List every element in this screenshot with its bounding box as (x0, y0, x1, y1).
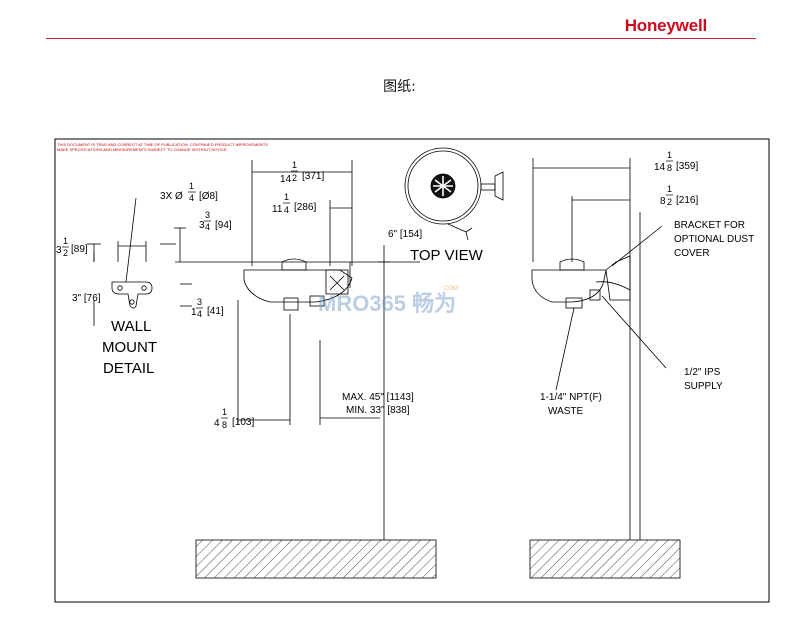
hole-dim-den: 4 (189, 193, 194, 203)
dim-1-3-4-num: 3 (197, 297, 202, 307)
height-min: MIN. 33" [838] (346, 405, 410, 416)
dim-14-1-8-den: 8 (667, 163, 672, 173)
notice-line-2: MAKE SPECIFICATIONS AND MEASUREMENTS SUB… (57, 147, 228, 152)
waste-label-2: WASTE (548, 406, 584, 417)
bracket-label-2: OPTIONAL DUST (674, 234, 754, 245)
dim-3-1-2-metric: [89] (71, 244, 88, 255)
dim-3-3-4-whole: 3 (199, 220, 205, 231)
dim-11-1-4-metric: [286] (294, 202, 316, 213)
dim-3-inch: 3" [76] (72, 293, 101, 304)
dim-1-3-4-whole: 1 (191, 307, 197, 318)
dim-3-1-2-num: 1 (63, 236, 68, 246)
hole-dim-num: 1 (189, 181, 194, 191)
dim-8-1-2-den: 2 (667, 197, 672, 207)
dim-3-3-4-den: 4 (205, 222, 210, 232)
wall-mount-detail (87, 197, 192, 326)
dim-6-inch: 6" [154] (388, 229, 422, 240)
dim-11-1-4-whole: 11 (272, 204, 283, 215)
top-view-label: TOP VIEW (410, 247, 484, 264)
top-view (404, 147, 504, 241)
supply-label-2: SUPPLY (684, 381, 723, 392)
dim-14-1-2-whole: 14 (280, 174, 292, 185)
dim-14-1-8-num: 1 (667, 150, 672, 160)
dim-3-1-2-den: 2 (63, 248, 68, 258)
height-max: MAX. 45" [1143] (342, 392, 414, 403)
right-side-elevation (529, 158, 681, 579)
dim-8-1-2-num: 1 (667, 184, 672, 194)
dim-1-3-4-den: 4 (197, 309, 202, 319)
honeywell-logo: Honeywell (624, 16, 707, 35)
bracket-label-3: COVER (674, 248, 710, 259)
wall-mount-label-2: MOUNT (102, 339, 157, 356)
dim-14-1-8-metric: [359] (676, 161, 698, 172)
dim-3-3-4-metric: [94] (215, 220, 232, 231)
dim-8-1-2-metric: [216] (676, 195, 698, 206)
watermark: MRO365 畅为 (318, 291, 456, 316)
drawing-frame (54, 138, 770, 603)
dim-14-1-8-whole: 14 (654, 162, 666, 173)
dim-4-1-8-whole: 4 (214, 418, 220, 429)
dim-4-1-8-num: 1 (222, 407, 227, 417)
wall-mount-label-1: WALL (111, 318, 151, 335)
dim-4-1-8-den: 8 (222, 420, 227, 430)
dim-11-1-4-num: 1 (284, 192, 289, 202)
dim-14-1-2-metric: [371] (302, 171, 324, 182)
dim-1-3-4-metric: [41] (207, 306, 224, 317)
dim-14-1-2-den: 2 (292, 173, 297, 183)
waste-label-1: 1-1/4" NPT(F) (540, 392, 602, 403)
page-subtitle: 图纸: (383, 79, 416, 95)
dim-14-1-2-num: 1 (292, 160, 297, 170)
header-rule (46, 38, 756, 39)
supply-label-1: 1/2" IPS (684, 367, 721, 378)
wall-mount-label-3: DETAIL (103, 360, 154, 377)
dim-4-1-8-metric: [103] (232, 417, 254, 428)
notice-line-1: THIS DOCUMENT IS TRUE AND CORRECT AT TIM… (57, 142, 268, 147)
hole-dim-prefix: 3X Ø (160, 191, 183, 202)
left-side-elevation (174, 160, 437, 579)
bracket-label-1: BRACKET FOR (674, 220, 745, 231)
dim-11-1-4-den: 4 (284, 205, 289, 215)
dim-3-3-4-num: 3 (205, 210, 210, 220)
hole-dim-metric: [Ø8] (199, 191, 218, 202)
dim-3-1-2-whole: 3 (56, 245, 62, 256)
dim-8-1-2-whole: 8 (660, 196, 666, 207)
watermark-badge: COM (444, 286, 458, 292)
